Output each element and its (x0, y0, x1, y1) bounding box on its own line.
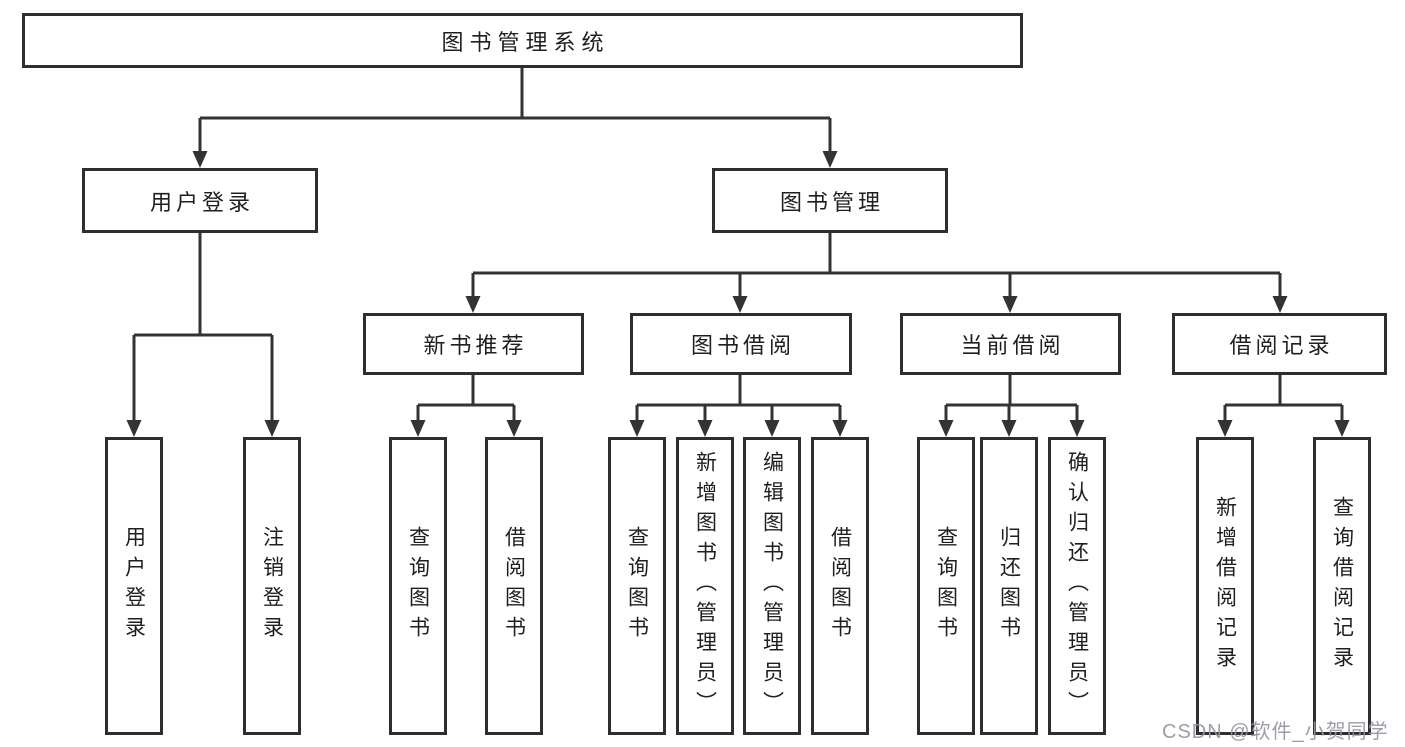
node-label: 图书管理 (779, 189, 884, 215)
node-leaf-query-books-rec: 查询图书 (389, 437, 447, 735)
node-leaf-user-login: 用户登录 (105, 437, 163, 735)
node-label: 确认归还（管理员） (1065, 451, 1089, 721)
node-label: 编辑图书（管理员） (760, 451, 784, 721)
node-label: 查询图书 (406, 526, 430, 646)
node-leaf-return-books: 归还图书 (980, 437, 1038, 735)
node-label: 新增借阅记录 (1213, 496, 1237, 676)
node-label: 查询借阅记录 (1330, 496, 1354, 676)
node-user-login-branch: 用户登录 (82, 168, 318, 233)
node-book-management-branch: 图书管理 (712, 168, 948, 233)
node-leaf-query-books-borrow: 查询图书 (608, 437, 666, 735)
node-label: 用户登录 (122, 526, 146, 646)
node-label: 借阅图书 (502, 526, 526, 646)
node-label: 借阅记录 (1229, 333, 1334, 358)
node-current-borrowing: 当前借阅 (900, 313, 1121, 375)
csdn-watermark: CSDN @软件_小贺同学 (1162, 721, 1389, 743)
node-label: 归还图书 (997, 526, 1021, 646)
node-label: 新书推荐 (423, 333, 528, 358)
node-label: 图书管理系统 (441, 29, 610, 55)
node-leaf-logout: 注销登录 (243, 437, 301, 735)
node-leaf-borrow-books: 借阅图书 (811, 437, 869, 735)
node-leaf-query-borrow-record: 查询借阅记录 (1313, 437, 1371, 735)
arrowhead-icons (126, 151, 1350, 437)
node-new-book-recommendation: 新书推荐 (363, 313, 584, 375)
node-book-borrowing: 图书借阅 (630, 313, 852, 375)
node-label: 用户登录 (149, 189, 254, 215)
node-label: 查询图书 (625, 526, 649, 646)
node-root-system: 图书管理系统 (22, 13, 1023, 68)
node-label: 查询图书 (934, 526, 958, 646)
node-leaf-query-books-current: 查询图书 (917, 437, 975, 735)
node-leaf-add-borrow-record: 新增借阅记录 (1196, 437, 1254, 735)
node-label: 注销登录 (260, 526, 284, 646)
node-leaf-edit-books-admin: 编辑图书（管理员） (743, 437, 801, 735)
node-leaf-borrow-books-rec: 借阅图书 (485, 437, 543, 735)
node-label: 新增图书（管理员） (693, 451, 717, 721)
node-label: 图书借阅 (690, 333, 795, 358)
node-label: 借阅图书 (828, 526, 852, 646)
node-label: 当前借阅 (960, 333, 1065, 358)
node-leaf-add-books-admin: 新增图书（管理员） (676, 437, 734, 735)
node-leaf-confirm-return-admin: 确认归还（管理员） (1048, 437, 1106, 735)
node-borrowing-records: 借阅记录 (1172, 313, 1387, 375)
